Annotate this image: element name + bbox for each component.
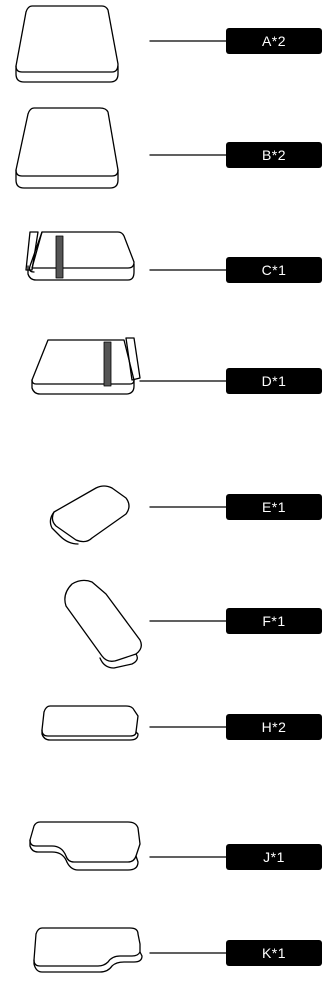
part-j-cushion [29, 821, 141, 871]
label-part-k: K*1 [226, 940, 322, 966]
part-c-cushion [25, 231, 135, 281]
label-part-j: J*1 [226, 844, 322, 870]
label-part-f: F*1 [226, 608, 322, 634]
part-k-cushion [33, 927, 143, 973]
part-b-cushion [15, 107, 119, 189]
part-e-armrest [49, 485, 130, 545]
part-f-armrest [64, 579, 142, 669]
label-part-e: E*1 [226, 494, 322, 520]
part-a-cushion [15, 5, 119, 83]
label-part-c: C*1 [226, 257, 322, 283]
part-h-cushion [41, 705, 139, 741]
label-part-b: B*2 [226, 142, 322, 168]
label-part-h: H*2 [226, 714, 322, 740]
part-d-cushion [31, 337, 141, 395]
label-part-a: A*2 [226, 28, 322, 54]
label-part-d: D*1 [226, 368, 322, 394]
